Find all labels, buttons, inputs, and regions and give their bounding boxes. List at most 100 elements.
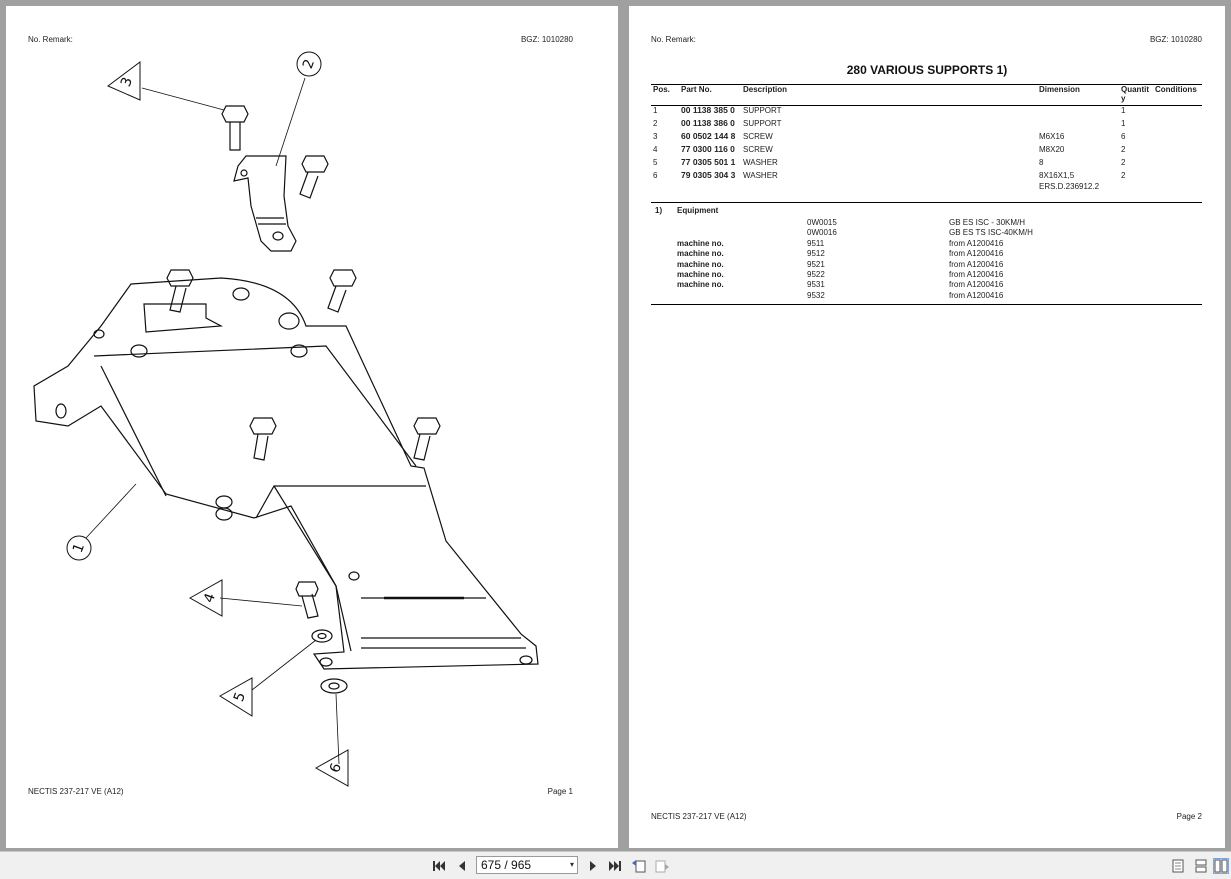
cell-description: SCREW bbox=[743, 132, 773, 141]
cell-conditions bbox=[1153, 132, 1202, 145]
cell-quantity: 1 bbox=[1121, 119, 1126, 128]
equip-desc: from A1200416 bbox=[949, 259, 1004, 269]
leader-lines bbox=[85, 77, 340, 765]
cell-dimension: 8 bbox=[1039, 158, 1044, 167]
col-quantity: Quantity bbox=[1119, 84, 1153, 106]
next-page-icon bbox=[590, 861, 596, 871]
list-item: 0W0016 GB ES TS ISC-40KM/H bbox=[651, 228, 1202, 238]
cell-pos: 5 bbox=[653, 158, 658, 167]
equipment-label: Equipment bbox=[677, 206, 719, 215]
equip-label: machine no. bbox=[677, 249, 724, 259]
list-item: machine no. 9521 from A1200416 bbox=[651, 260, 1202, 270]
single-page-view-button[interactable] bbox=[1170, 858, 1186, 874]
cell-description: SUPPORT bbox=[743, 119, 782, 128]
equip-code: 9532 bbox=[807, 290, 825, 300]
previous-page-icon bbox=[459, 861, 465, 871]
col-conditions: Conditions bbox=[1153, 84, 1202, 106]
cell-quantity: 2 bbox=[1121, 158, 1126, 167]
equip-code: 9522 bbox=[807, 269, 825, 279]
callout-1: 1 bbox=[66, 535, 92, 561]
first-page-icon bbox=[433, 861, 445, 871]
cell-part-no: 77 0300 116 0 bbox=[681, 144, 735, 154]
cell-quantity: 6 bbox=[1121, 132, 1126, 141]
equip-code: 9531 bbox=[807, 280, 825, 290]
two-page-icon bbox=[1214, 859, 1228, 873]
svg-text:2: 2 bbox=[300, 57, 318, 71]
continuous-view-button[interactable] bbox=[1193, 858, 1209, 874]
cell-quantity: 2 bbox=[1121, 145, 1126, 154]
callout-4: 4 bbox=[188, 579, 223, 617]
page-footer-number: Page 2 bbox=[1176, 812, 1202, 821]
page-footer-model: NECTIS 237-217 VE (A12) bbox=[28, 787, 124, 796]
cell-dimension: M6X16 bbox=[1039, 132, 1065, 141]
page-footer-model: NECTIS 237-217 VE (A12) bbox=[651, 812, 747, 821]
next-page-button[interactable] bbox=[585, 858, 601, 874]
section-title: 280 VARIOUS SUPPORTS 1) bbox=[846, 63, 1008, 77]
cell-part-no: 00 1138 385 0 bbox=[681, 105, 735, 115]
equip-desc: GB ES TS ISC-40KM/H bbox=[949, 228, 1033, 238]
bracket-drawing bbox=[233, 155, 297, 252]
table-row: 2 00 1138 386 0 SUPPORT 1 bbox=[651, 119, 1202, 132]
equip-code: 0W0016 bbox=[807, 228, 837, 238]
callout-6: 6 bbox=[314, 749, 349, 787]
equip-desc: from A1200416 bbox=[949, 269, 1004, 279]
equip-code: 9521 bbox=[807, 259, 825, 269]
cell-part-no: 79 0305 304 3 bbox=[681, 170, 736, 180]
cell-description: WASHER bbox=[743, 171, 778, 180]
page-back-icon bbox=[632, 860, 646, 873]
svg-text:4: 4 bbox=[201, 591, 219, 605]
cell-pos: 4 bbox=[653, 145, 658, 154]
page-back-button[interactable] bbox=[631, 858, 647, 874]
first-page-button[interactable] bbox=[431, 858, 447, 874]
document-page-1: No. Remark: BGZ: 1010280 bbox=[6, 6, 618, 848]
table-header-row: Pos. Part No. Description Dimension Quan… bbox=[651, 84, 1202, 106]
cell-description: WASHER bbox=[743, 158, 778, 167]
equip-desc: from A1200416 bbox=[949, 238, 1004, 248]
cell-dimension-line-2: ERS.D.236912.2 bbox=[1039, 182, 1100, 191]
exploded-parts-drawing: 2 1 3 4 5 6 bbox=[33, 51, 539, 787]
svg-text:1: 1 bbox=[70, 541, 88, 555]
page-indicator: 675 / 965 bbox=[481, 858, 532, 872]
col-dimension: Dimension bbox=[1037, 84, 1119, 106]
cell-quantity: 2 bbox=[1121, 171, 1126, 180]
equip-label: machine no. bbox=[677, 259, 724, 269]
cell-dimension-line-1: 8X16X1,5 bbox=[1039, 171, 1075, 180]
col-description: Description bbox=[741, 84, 1037, 106]
equip-code: 9512 bbox=[807, 249, 825, 259]
main-support-drawing bbox=[33, 277, 539, 670]
previous-page-button[interactable] bbox=[454, 858, 470, 874]
page-number-select[interactable]: 675 / 965 ▾ bbox=[476, 856, 578, 874]
table-row: 3 60 0502 144 8 SCREW M6X16 6 bbox=[651, 132, 1202, 145]
cell-dimension: M8X20 bbox=[1039, 145, 1065, 154]
two-page-view-button[interactable] bbox=[1213, 858, 1229, 874]
callout-5: 5 bbox=[219, 677, 253, 717]
cell-quantity: 1 bbox=[1121, 106, 1126, 115]
equip-desc: from A1200416 bbox=[949, 290, 1004, 300]
single-page-icon bbox=[1172, 859, 1184, 873]
page-header-bgz: BGZ: 1010280 bbox=[520, 35, 573, 44]
col-part-no: Part No. bbox=[679, 84, 741, 106]
cell-description: SUPPORT bbox=[743, 106, 782, 115]
cell-pos: 6 bbox=[653, 171, 658, 180]
last-page-button[interactable] bbox=[607, 858, 623, 874]
chevron-down-icon: ▾ bbox=[569, 860, 574, 869]
table-row: 4 77 0300 116 0 SCREW M8X20 2 bbox=[651, 145, 1202, 158]
col-pos: Pos. bbox=[651, 84, 679, 106]
cell-pos: 3 bbox=[653, 132, 658, 141]
continuous-page-icon bbox=[1195, 859, 1207, 873]
page-footer-number: Page 1 bbox=[547, 787, 573, 796]
page-forward-icon bbox=[655, 860, 669, 873]
cell-part-no: 60 0502 144 8 bbox=[681, 131, 736, 141]
page-header-left: No. Remark: bbox=[651, 35, 696, 44]
parts-table: Pos. Part No. Description Dimension Quan… bbox=[651, 84, 1202, 191]
page-forward-button[interactable] bbox=[654, 858, 670, 874]
cell-dimension bbox=[1037, 106, 1119, 120]
cell-conditions bbox=[1153, 106, 1202, 120]
callout-2: 2 bbox=[296, 51, 322, 77]
equipment-heading: 1) Equipment bbox=[651, 206, 1202, 218]
washers-drawing bbox=[311, 629, 348, 694]
